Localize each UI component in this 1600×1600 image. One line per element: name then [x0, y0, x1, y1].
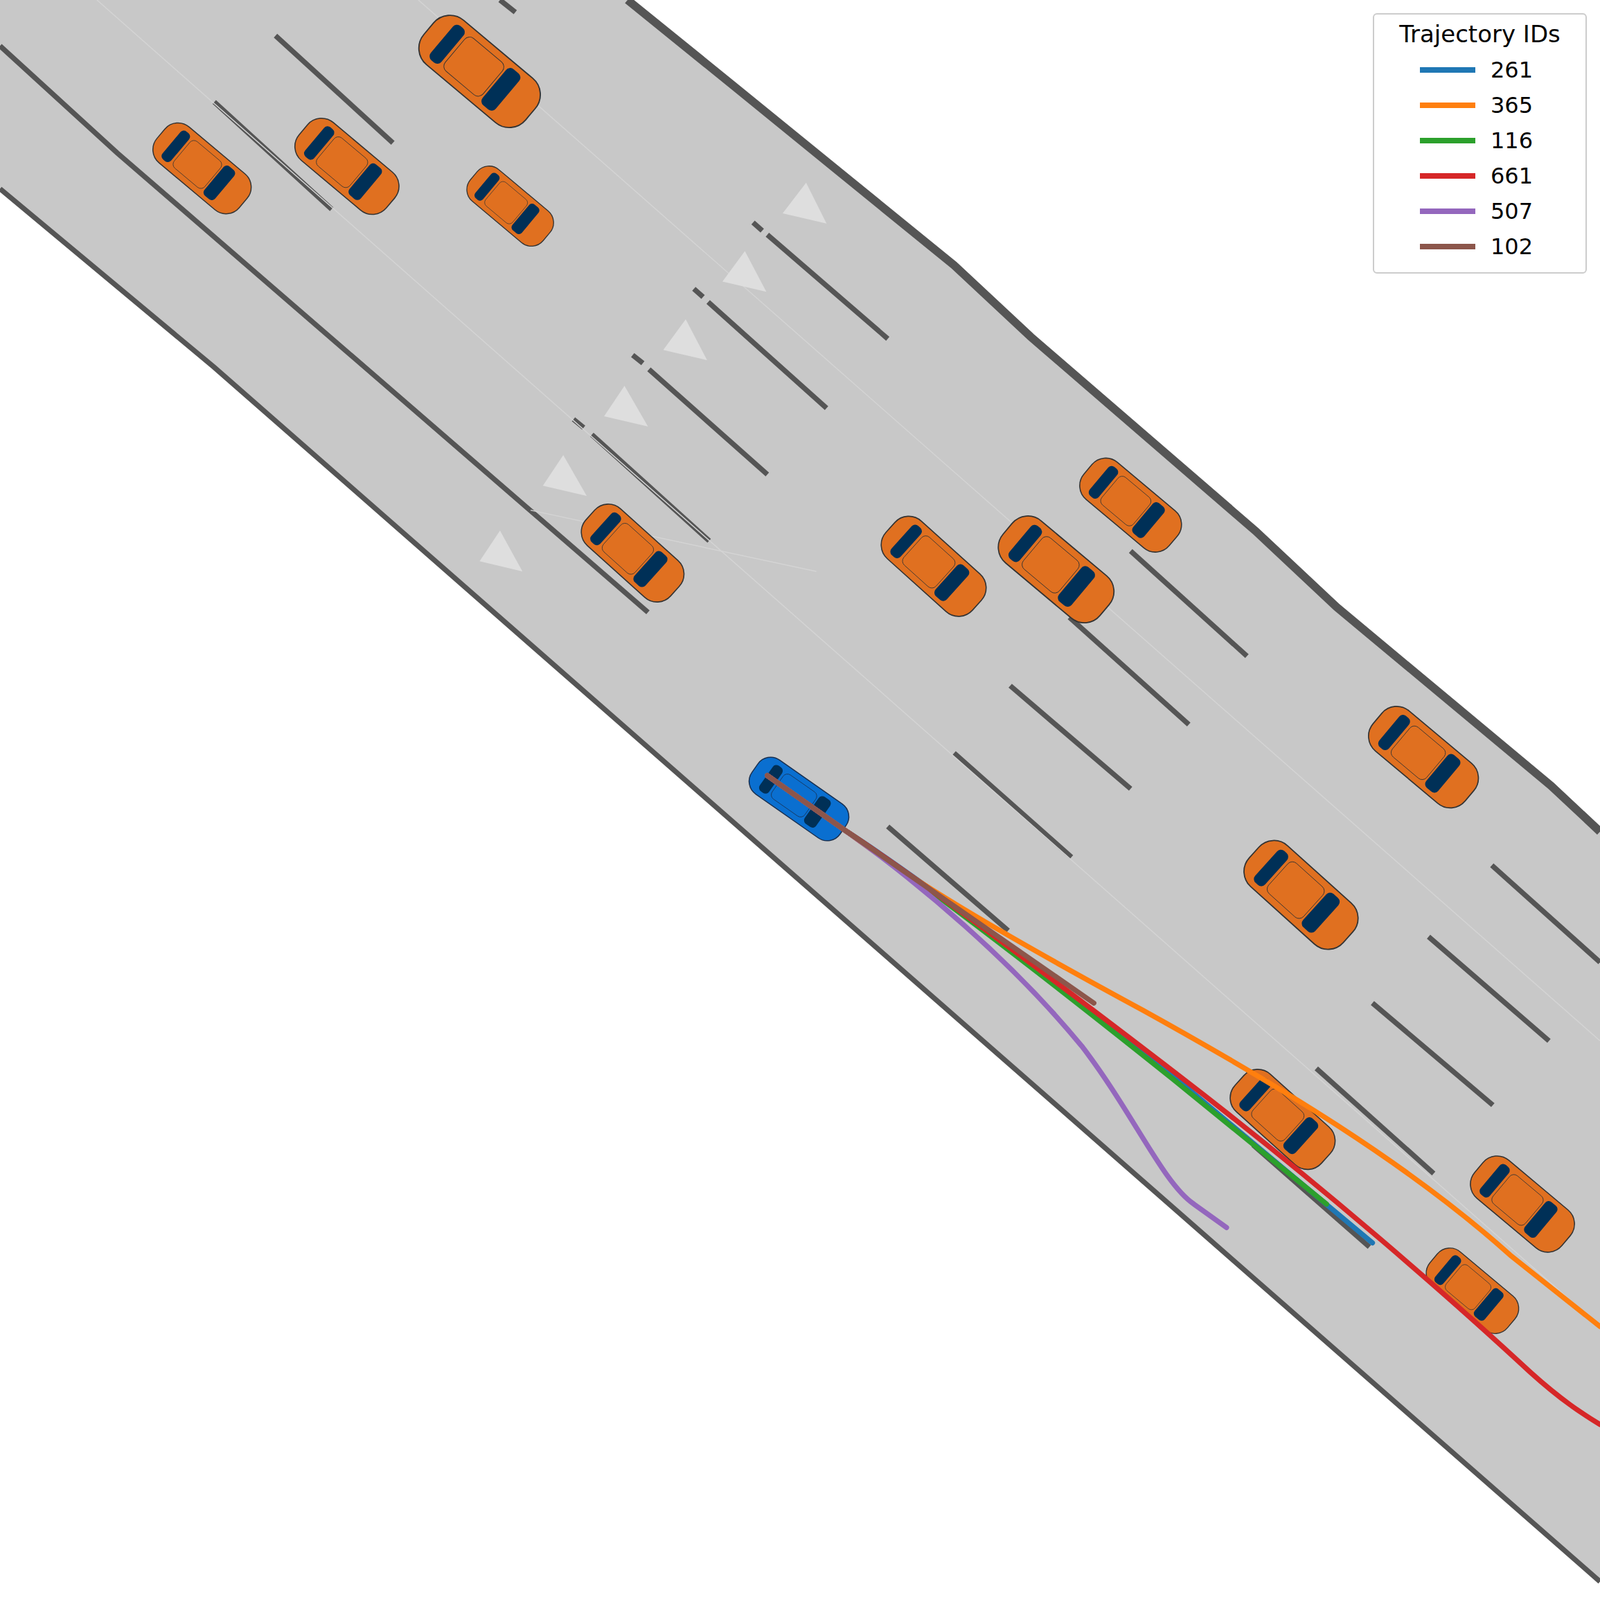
- legend-row: 661: [1385, 157, 1575, 194]
- legend-row: 507: [1385, 193, 1575, 229]
- legend-swatch: [1419, 243, 1476, 250]
- lane-centerlines: [96, 0, 1600, 1327]
- legend-text: 661: [1490, 162, 1533, 190]
- legend-row: 261: [1385, 51, 1575, 88]
- lane-dashes: [214, 0, 1600, 1247]
- legend-swatch: [1419, 173, 1476, 179]
- legend-swatch: [1419, 208, 1476, 215]
- legend-text: 507: [1490, 198, 1533, 225]
- legend-swatch: [1419, 137, 1476, 144]
- legend-row: 116: [1385, 122, 1575, 158]
- legend-text: 116: [1490, 127, 1533, 154]
- legend-title: Trajectory IDs: [1385, 20, 1575, 48]
- legend-text: 365: [1490, 92, 1533, 119]
- legend-swatch: [1419, 102, 1476, 109]
- legend-row: 102: [1385, 228, 1575, 264]
- legend-box: Trajectory IDs 261 365 116 661 507 102: [1372, 13, 1587, 274]
- legend-swatch: [1419, 67, 1476, 73]
- legend-text: 102: [1490, 233, 1533, 260]
- legend-text: 261: [1490, 56, 1533, 84]
- trajectories: [767, 775, 1600, 1425]
- vehicles: [145, 6, 1582, 1340]
- legend-row: 365: [1385, 87, 1575, 123]
